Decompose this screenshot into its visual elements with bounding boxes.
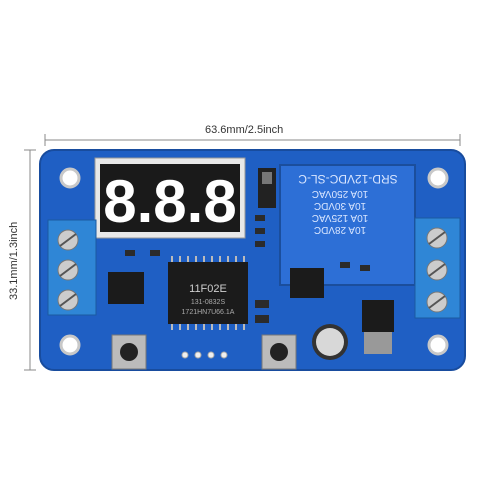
chip-label-2: 131-0832S: [191, 299, 226, 306]
right-push-button[interactable]: [261, 334, 297, 370]
mounting-holes: [59, 167, 449, 356]
relay-rating-2: 10A 30VDC: [314, 200, 366, 211]
relay-model-text: SRD-12VDC-SL-C: [298, 172, 398, 186]
driver-chip: [290, 268, 324, 298]
relay-rating-1: 10A 250VAC: [312, 188, 369, 199]
header-pins: [181, 351, 228, 359]
microcontroller-chip: 11F02E 131-0832S 1721HN7U66.1A: [168, 256, 248, 330]
display-digits: 8.8.8: [103, 168, 236, 235]
chip-label-1: 11F02E: [189, 283, 227, 295]
relay-rating-4: 10A 28VDC: [314, 224, 366, 235]
left-terminal-block: [47, 219, 97, 316]
width-dimension-label: 63.6mm/2.5inch: [205, 124, 284, 136]
relay-rating-3: 10A 125VAC: [312, 212, 369, 223]
height-dimension-line: [24, 149, 36, 371]
capacitor: [312, 324, 348, 360]
width-dimension-line: [44, 134, 461, 146]
voltage-regulator: [362, 300, 394, 354]
right-terminal-block: [414, 217, 461, 319]
jumper: [258, 168, 276, 208]
smd-components: [125, 215, 370, 323]
optocoupler-chip: [108, 272, 144, 304]
left-push-button[interactable]: [111, 334, 147, 370]
seven-segment-display: 8.8.8: [94, 157, 246, 239]
chip-label-3: 1721HN7U66.1A: [182, 309, 235, 316]
